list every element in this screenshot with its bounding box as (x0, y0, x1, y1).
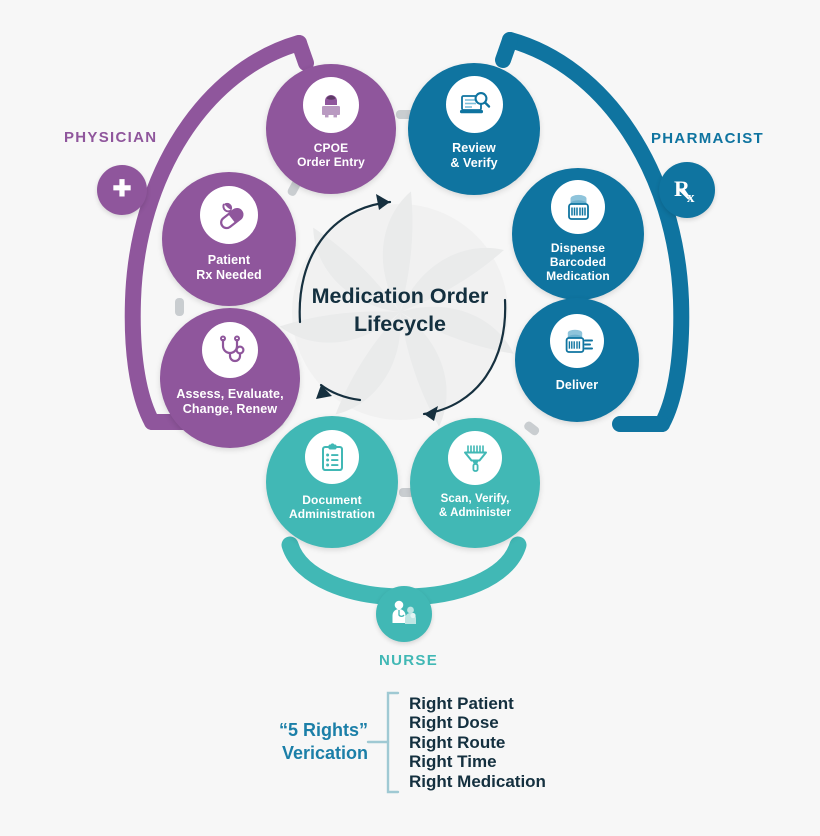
node-deliver-label-line1: Deliver (555, 378, 599, 392)
five-rights-label: “5 Rights” Verication (228, 719, 368, 764)
center-title: Medication Order Lifecycle (270, 283, 530, 339)
five-rights-item: Right Medication (409, 771, 546, 791)
node-review-verify[interactable]: Review & Verify (408, 63, 540, 195)
physician-arc-tip (291, 35, 314, 71)
node-scan-administer[interactable]: Scan, Verify, & Administer (410, 418, 540, 548)
role-badge-nurse[interactable] (376, 586, 432, 642)
node-dispense-label-line1: Dispense (550, 241, 606, 255)
node-document-administration-label-line1: Document (302, 493, 362, 507)
node-document-administration-icon-puck (305, 430, 359, 484)
center-title-line1: Medication Order (311, 284, 489, 308)
node-patient-rx-label: Patient Rx Needed (196, 253, 262, 283)
node-assess-label-line1: Assess, Evaluate, (176, 387, 284, 401)
center-title-line2: Lifecycle (353, 311, 447, 336)
svg-text:R: R (674, 176, 691, 201)
five-rights-item: Right Time (409, 752, 497, 772)
node-deliver-icon-puck (550, 314, 604, 368)
clipboard-checklist-icon (321, 442, 343, 471)
node-dispense-label: Dispense Barcoded Medication (546, 241, 610, 283)
node-scan-administer-label-line2: & Administer (438, 506, 512, 519)
computer-person-icon (322, 95, 340, 118)
node-patient-rx-label-line2: Rx Needed (196, 267, 262, 282)
node-review-verify-label: Review & Verify (450, 141, 497, 171)
node-review-verify-label-line2: & Verify (450, 155, 498, 170)
nurse-patient-icon (392, 600, 416, 624)
node-cpoe-icon-puck (303, 77, 359, 133)
node-deliver[interactable]: Deliver (515, 298, 639, 422)
node-patient-rx-label-line1: Patient (207, 253, 251, 267)
cycle-arrows (298, 200, 507, 416)
node-document-administration[interactable]: Document Administration (266, 416, 398, 548)
node-scan-administer-label-line1: Scan, Verify, (440, 493, 510, 505)
medical-cross-icon (113, 179, 131, 197)
role-badge-physician[interactable] (97, 165, 147, 215)
pharmacist-arc (502, 32, 690, 432)
node-assess-icon-puck (202, 322, 258, 378)
node-patient-rx[interactable]: Patient Rx Needed (162, 172, 296, 306)
node-dispense-label-line3: Medication (546, 269, 610, 284)
node-review-verify-label-line1: Review (452, 141, 496, 155)
node-dispense-label-line2: Barcoded (549, 255, 607, 270)
pills-capsule-icon (220, 202, 244, 230)
pinwheel-watermark (279, 191, 514, 427)
role-badge-pharmacist[interactable]: R x (659, 162, 715, 218)
five-rights-list: Right Patient Right Dose Right Route Rig… (409, 694, 546, 791)
barcoded-bottle-icon (567, 194, 589, 220)
stethoscope-icon (220, 335, 245, 363)
five-rights-item: Right Route (409, 732, 506, 752)
five-rights-label-line2: Verication (281, 742, 368, 763)
node-scan-administer-icon-puck (448, 431, 502, 485)
cycle-arrow-lower (319, 383, 362, 402)
node-assess-label: Assess, Evaluate, Change, Renew (176, 387, 283, 417)
node-cpoe-label: CPOE Order Entry (297, 141, 365, 169)
role-label-nurse: NURSE (379, 652, 439, 669)
node-scan-administer-label: Scan, Verify, & Administer (439, 493, 511, 520)
node-assess[interactable]: Assess, Evaluate, Change, Renew (160, 308, 300, 448)
pharmacist-arc-tip (495, 32, 518, 68)
cycle-arrowheads (316, 194, 438, 421)
node-cpoe-label-line2: Order Entry (297, 155, 365, 170)
physician-arc (124, 35, 307, 430)
node-deliver-label: Deliver (556, 378, 598, 393)
rx-symbol-icon: R x (674, 176, 695, 206)
node-document-administration-label-line2: Administration (288, 507, 376, 522)
node-assess-label-line2: Change, Renew (182, 401, 278, 416)
five-rights-label-line1: “5 Rights” (278, 720, 368, 740)
svg-text:x: x (687, 190, 695, 206)
role-label-pharmacist: PHARMACIST (651, 130, 764, 147)
node-document-administration-label: Document Administration (289, 493, 375, 521)
bottle-motion-icon (565, 329, 593, 353)
node-cpoe[interactable]: CPOE Order Entry (266, 64, 396, 194)
five-rights-item: Right Patient (409, 694, 514, 713)
five-rights-bracket (366, 691, 400, 794)
document-search-icon (459, 92, 490, 114)
node-review-verify-icon-puck (445, 76, 503, 133)
node-dispense[interactable]: Dispense Barcoded Medication (512, 168, 644, 300)
node-patient-rx-icon-puck (200, 186, 258, 244)
node-cpoe-label-line1: CPOE (313, 141, 349, 155)
node-dispense-icon-puck (551, 180, 605, 234)
five-rights-item: Right Dose (409, 713, 499, 733)
role-label-physician: PHYSICIAN (64, 129, 158, 146)
barcode-scanner-icon (463, 444, 487, 472)
